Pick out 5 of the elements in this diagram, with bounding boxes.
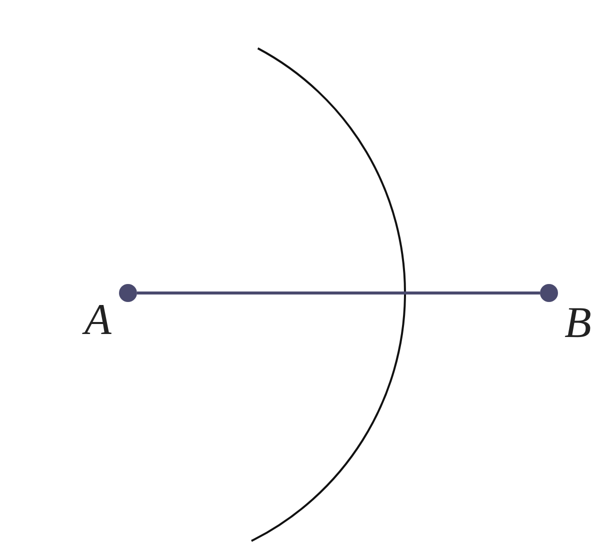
point-label: A <box>84 298 112 342</box>
point-label: B <box>564 301 592 345</box>
point-dot <box>119 284 137 302</box>
point-dot <box>540 284 558 302</box>
line-segment <box>137 292 540 294</box>
